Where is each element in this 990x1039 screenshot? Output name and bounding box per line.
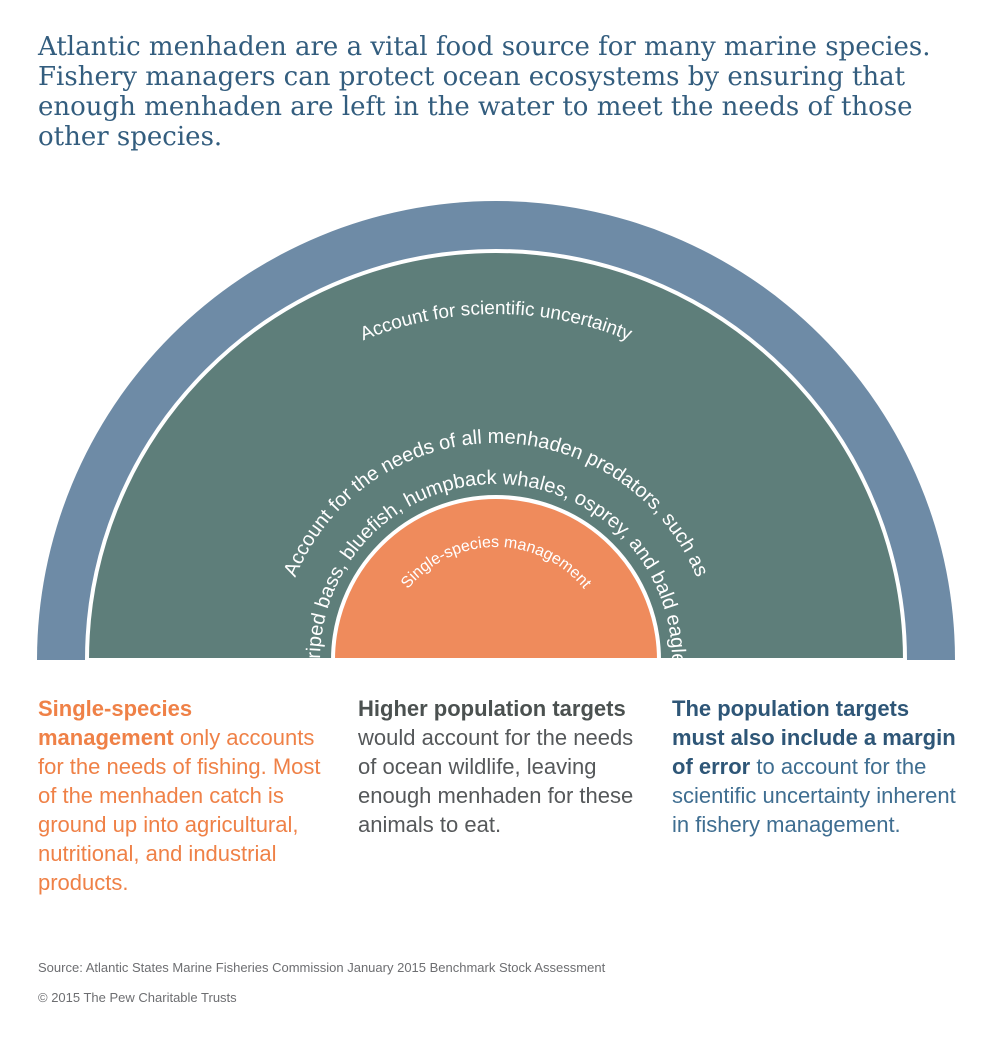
source-note: Source: Atlantic States Marine Fisheries… bbox=[38, 960, 606, 975]
margin-of-error-text: to account for the scientific uncertaint… bbox=[672, 754, 956, 837]
population-targets-heading: Higher population targets bbox=[358, 696, 626, 721]
margin-of-error-heading: The population targets must also include… bbox=[672, 696, 956, 779]
single-species-heading: Single-species management bbox=[38, 696, 193, 750]
inner-core-single-species bbox=[330, 495, 662, 662]
population-targets-text: would account for the needs of ocean wil… bbox=[358, 725, 634, 837]
copyright-note: © 2015 The Pew Charitable Trusts bbox=[38, 990, 237, 1005]
nested-semicircle-diagram: Account for scientific uncertainty Accou… bbox=[0, 180, 955, 664]
headline: Atlantic menhaden are a vital food sourc… bbox=[38, 32, 931, 152]
single-species-description: Single-species management only accounts … bbox=[38, 694, 328, 897]
margin-of-error-description: The population targets must also include… bbox=[672, 694, 962, 839]
single-species-text: only accounts for the needs of fishing. … bbox=[38, 725, 321, 895]
middle-ring-predators bbox=[84, 249, 908, 662]
population-targets-description: Higher population targets would account … bbox=[358, 694, 648, 839]
